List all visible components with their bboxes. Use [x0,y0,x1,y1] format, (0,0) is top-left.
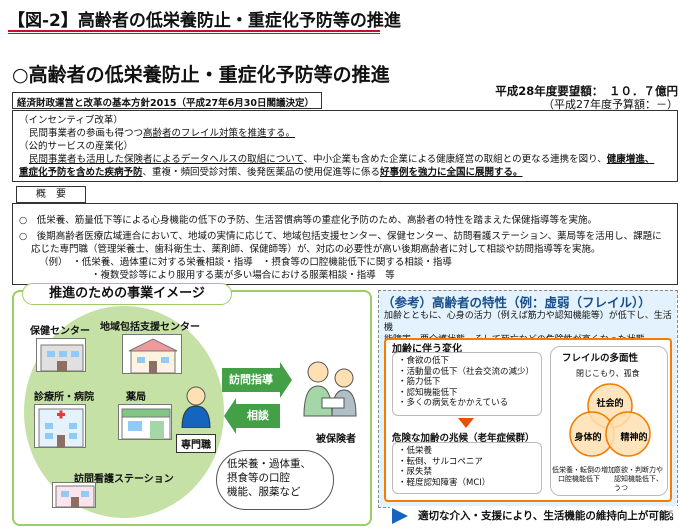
policy-line: 民間事業者も活用した保険者によるデータヘルスの取組について、中小企業も含めた企業… [19,153,671,166]
budget-block: 平成28年度要望額： １０．７億円 （平成27年度予算額：－） [495,84,678,112]
overview-line: ・複数受診等により服用する薬が多い場合における服薬相談・指導 等 [91,270,395,281]
list-item: ・活動量の低下（社会交流の減少） [398,366,535,377]
cloud-line: 機能、服薬など [227,486,301,498]
text-bold-underlined: 健康増進、 [606,154,655,165]
list-item: ・食欲の低下 [398,356,450,366]
insured-elderly-icon [292,358,364,420]
figure-title: 【図-2】高齢者の低栄養防止・重症化予防等の推進 [8,11,401,31]
list-item: ・尿失禁 [398,467,433,477]
visit-guidance-arrow: 訪問指導 [222,362,292,398]
desc-line: 加齢とともに、心身の活力（例えば筋力や認知機能等）が低下し、生活機 [384,311,672,333]
main-title: ○高齢者の低栄養防止・重症化予防等の推進 [12,64,390,86]
note-line: うつ [614,484,628,492]
aging-changes-heading: 加齢に伴う変化 [392,344,462,355]
professional-person-icon [178,384,214,429]
clinic-building-icon [34,404,86,448]
physical-note: 低栄養・転倒の増加 口腔機能低下 [552,466,615,484]
community-center-building-icon [122,334,182,374]
consultation-arrow: 相談 [224,398,280,434]
overview-line: 応じた専門職（管理栄養士、歯科衛生士、薬剤師、保健師等）が、対応の必要性が高い後… [31,244,601,255]
list-item: ・軽度認知障害（MCI） [398,477,491,488]
frailty-venn-diagram: 社会的 身体的 精神的 [569,383,651,457]
geriatric-syndrome-list: ・低栄養 ・転倒、サルコペニア ・尿失禁 ・軽度認知障害（MCI） [392,442,542,494]
overview-line: ○ 低栄養、筋量低下等による心身機能の低下の予防、生活習慣病等の重症化予防のため… [19,215,598,226]
budget-request: 平成28年度要望額： １０．７億円 [495,84,678,98]
health-center-building-icon [36,338,86,372]
frailty-multifaceted-heading: フレイルの多面性 [562,353,639,364]
budget-prev: （平成27年度予算額：－） [543,98,678,111]
mental-note: 意欲・判断力や 認知機能低下、 うつ [614,466,663,493]
intervention-note: 適切な介入・支援により、生活機能の維持向上が可能。 [390,506,680,526]
policy-line: 重症化予防を含めた疾病予防、重複・頻回受診対策、後発医薬品の使用促進等に係る好事… [19,166,671,179]
label-pharmacy: 薬局 [126,392,146,403]
page-number: 6 [668,510,674,520]
pharmacy-building-icon [118,404,172,440]
nurse-station-building-icon [52,482,96,508]
note-line: 意欲・判断力や [614,466,663,474]
note-line: 認知機能低下、 [614,475,663,483]
overview-body: ○ 低栄養、筋量低下等による心身機能の低下の予防、生活習慣病等の重症化予防のため… [12,203,678,285]
topics-cloud: 低栄養・過体重、 摂食等の口腔 機能、服薬など [216,450,334,510]
list-item: ・筋力低下 [398,377,441,387]
text: ・摂食等の口腔機能低下に関する相談・指導 [261,257,452,268]
text-underlined: 高齢者のフレイル対策を推進する。 [143,128,296,139]
label-community-center: 地域包括支援センター [100,322,200,333]
policy-header: 経済財政運営と改革の基本方針2015（平成27年6月30日閣議決定） [12,92,322,109]
list-item: ・多くの病気をかかえている [398,398,509,408]
policy-line: （インセンティブ改革） [19,115,123,126]
social-note: 閉じこもり、孤食 [576,369,640,378]
list-item: ・認知機能低下 [398,387,458,398]
label-visiting-nurse: 訪問看護ステーション [74,474,174,485]
list-item: ・転倒、サルコペニア [398,456,483,467]
business-image-header: 推進のための事業イメージ [22,283,232,305]
text: （例） ・低栄養、過体重に対する栄養相談・指導 [39,257,253,268]
aging-changes-list: ・食欲の低下 ・活動量の低下（社会交流の減少） ・筋力低下 ・認知機能低下 ・多… [392,352,542,416]
text: 民間事業者の参画も得つつ [29,128,144,139]
cloud-line: 低栄養・過体重、 [227,458,311,470]
policy-line: （公的サービスの産業化） [19,141,134,152]
label-insured: 被保険者 [316,434,356,445]
overview-line: ○ 後期高齢者医療広域連合において、地域の実情に応じて、地域包括支援センター、保… [19,231,662,242]
venn-label-physical: 身体的 [574,431,601,443]
label-clinic: 診療所・病院 [34,392,94,403]
text: 、重複・頻回受診対策、後発医薬品の使用促進等に係る [142,167,381,178]
venn-mental [605,411,651,457]
text-underlined: 民間事業者も活用した保険者によるデータヘルスの取組について [29,154,304,165]
note-line: 低栄養・転倒の増加 [552,466,615,474]
policy-body: （インセンティブ改革） 民間事業者の参画も得つつ高齢者のフレイル対策を推進する。… [12,110,678,182]
cloud-line: 摂食等の口腔 [227,472,290,484]
label-health-center: 保健センター [30,326,90,337]
text-bold-underlined: 好事例を強力に全国に展開する。 [380,167,523,178]
text-bold-underlined: 重症化予防を含めた疾病予防 [19,167,143,178]
title-underline [8,30,380,34]
venn-label-social: 社会的 [595,397,623,409]
policy-line: 民間事業者の参画も得つつ高齢者のフレイル対策を推進する。 [19,127,671,140]
list-item: ・低栄養 [398,446,433,456]
arrow-label: 訪問指導 [229,373,273,386]
right-arrow-icon [392,508,408,524]
text: 、中小企業も含めた企業による健康経営の取組との更なる連携を図り、 [303,154,607,165]
note-line: 口腔機能低下 [558,475,600,483]
venn-label-mental: 精神的 [620,431,647,443]
arrow-label: 相談 [247,409,269,422]
label-professional: 専門職 [176,434,216,453]
frailty-title: （参考）高齢者の特性（例：虚弱（フレイル）） [382,295,651,310]
down-arrow-icon [458,418,474,428]
geriatric-syndrome-heading: 危険な加齢の兆候（老年症候群） [392,433,535,444]
overview-tab: 概 要 [16,186,86,203]
overview-line: （例） ・低栄養、過体重に対する栄養相談・指導 ・摂食等の口腔機能低下に関する相… [19,256,671,269]
